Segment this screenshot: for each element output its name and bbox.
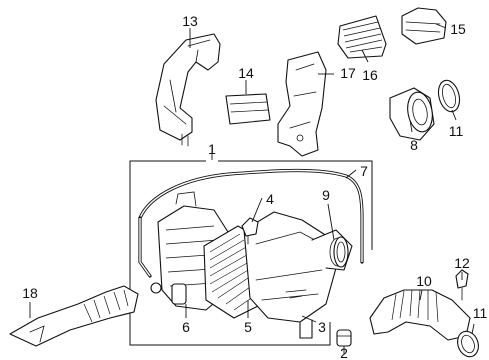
leader-lines	[29, 23, 475, 354]
callout-15: 15	[450, 21, 466, 37]
callout-17: 17	[340, 65, 356, 81]
callout-3: 3	[318, 319, 326, 335]
foam-block-14	[225, 93, 271, 125]
callout-6: 6	[182, 319, 190, 335]
callout-7: 7	[360, 163, 368, 179]
grille-16	[337, 15, 387, 59]
inlet-duct-18	[9, 285, 139, 347]
callout-1: 1	[208, 141, 216, 157]
air-duct-10	[369, 289, 471, 341]
callout-8: 8	[410, 137, 418, 153]
intake-duct-13	[155, 33, 221, 147]
hose-clamp-11-upper	[437, 79, 461, 113]
callout-14: 14	[238, 65, 254, 81]
callout-10: 10	[416, 273, 432, 289]
callout-12: 12	[454, 255, 470, 271]
callout-5: 5	[244, 319, 252, 335]
callout-4: 4	[266, 191, 274, 207]
callout-11-lower: 11	[473, 305, 488, 321]
callout-labels: 1 2 3 4 5 6 7 8 9 10 11 11 12 13 14 15 1…	[22, 13, 487, 360]
callout-2-label: 2	[340, 345, 348, 360]
callout-16: 16	[362, 67, 378, 83]
callout-11-upper: 11	[449, 123, 464, 139]
screw-4	[241, 217, 259, 245]
breather-hose-7	[138, 168, 364, 294]
duct-cap-15	[401, 7, 447, 45]
air-box-upper-3	[243, 211, 353, 339]
hose-clamp-11-lower	[457, 330, 479, 358]
resonator-17	[277, 51, 327, 157]
maf-tube-8	[389, 87, 435, 141]
seal-ring-9	[333, 236, 349, 268]
grommet-2	[336, 329, 352, 347]
callout-13: 13	[182, 13, 198, 29]
callout-18: 18	[22, 285, 38, 301]
assembly-frame	[129, 160, 373, 346]
callout-9: 9	[322, 187, 330, 203]
